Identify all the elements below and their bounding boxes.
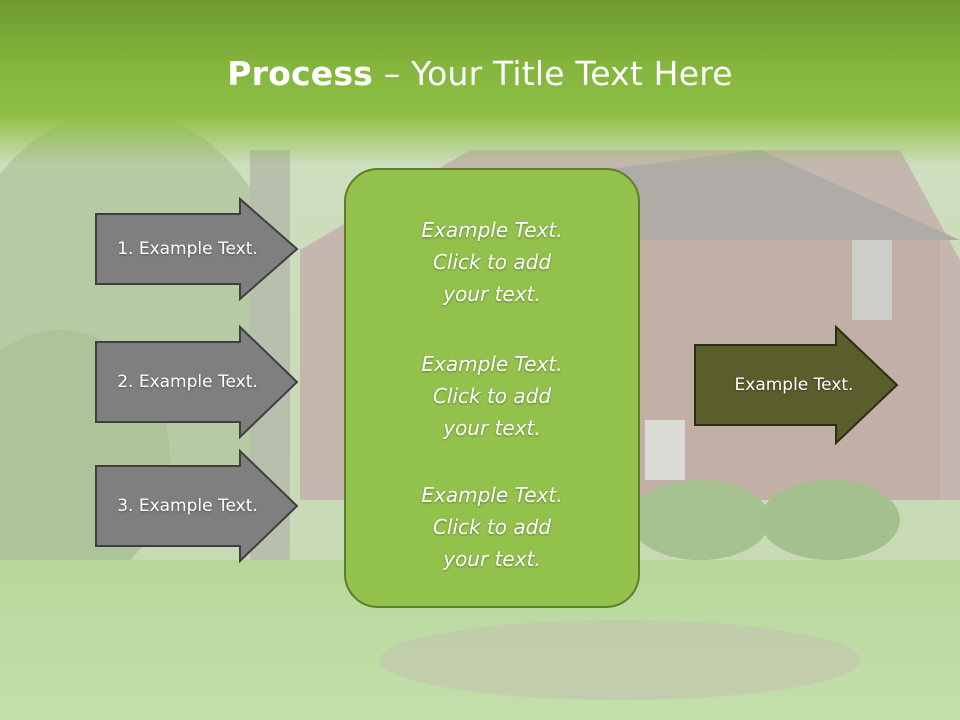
center-block-3-line-1: Example Text.: [421, 483, 563, 507]
title-bold: Process: [227, 54, 374, 93]
center-block-2-line-2: Click to add: [432, 384, 552, 408]
right-arrow-shape-icon: [95, 196, 299, 302]
left-arrow-2-label: 2. Example Text.: [117, 372, 258, 392]
left-arrow-2[interactable]: 2. Example Text.: [95, 324, 300, 440]
center-text-box[interactable]: Example Text. Click to add your text. Ex…: [344, 168, 640, 608]
right-arrow-shape-icon: [95, 324, 299, 440]
left-arrow-1[interactable]: 1. Example Text.: [95, 196, 300, 302]
center-block-2-line-3: your text.: [443, 416, 541, 440]
center-block-3-line-2: Click to add: [432, 515, 552, 539]
right-arrow-label: Example Text.: [734, 375, 854, 395]
slide-title[interactable]: Process – Your Title Text Here: [0, 54, 960, 93]
center-text-block-3: Example Text. Click to add your text.: [346, 479, 638, 575]
center-block-2-line-1: Example Text.: [421, 352, 563, 376]
left-arrow-3-label: 3. Example Text.: [117, 496, 258, 516]
center-block-3-line-3: your text.: [443, 547, 541, 571]
left-arrow-1-label: 1. Example Text.: [117, 239, 258, 259]
center-block-1-line-3: your text.: [443, 282, 541, 306]
right-arrow-shape-icon: [95, 448, 299, 564]
right-arrow-shape-icon: [694, 324, 899, 446]
title-rest: – Your Title Text Here: [373, 54, 733, 93]
center-text-block-1: Example Text. Click to add your text.: [346, 214, 638, 310]
center-block-1-line-2: Click to add: [432, 250, 552, 274]
right-output-arrow[interactable]: Example Text.: [694, 324, 900, 446]
title-band: [0, 0, 960, 165]
center-block-1-line-1: Example Text.: [421, 218, 563, 242]
center-text-block-2: Example Text. Click to add your text.: [346, 348, 638, 444]
left-arrow-3[interactable]: 3. Example Text.: [95, 448, 300, 564]
